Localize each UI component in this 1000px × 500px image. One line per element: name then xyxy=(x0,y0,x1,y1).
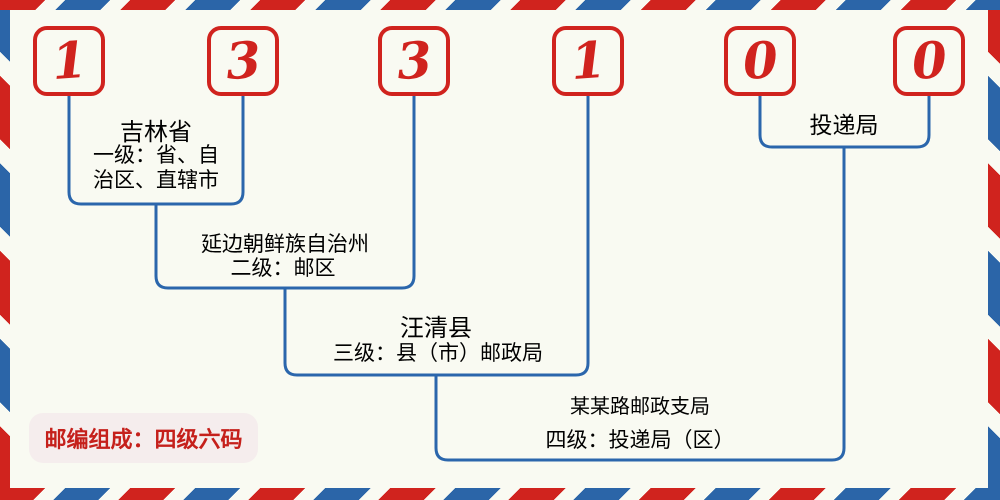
level2-description: 二级：邮区 xyxy=(230,257,336,280)
bracket-level4 xyxy=(434,147,846,462)
digit-box-6: 0 xyxy=(893,26,965,96)
digit-box-5: 0 xyxy=(724,26,796,96)
level1-description-line2: 治区、直辖市 xyxy=(93,169,219,192)
level1-description: 一级：省、自 治区、直辖市 xyxy=(93,143,219,193)
digit-4: 1 xyxy=(568,29,608,92)
bracket-delivery xyxy=(758,96,931,149)
delivery-office-label: 投递局 xyxy=(809,112,879,138)
level1-description-line1: 一级：省、自 xyxy=(93,144,219,167)
level3-description: 三级：县（市）邮政局 xyxy=(333,342,543,365)
level1-region-name: 吉林省 xyxy=(120,119,192,146)
digit-6: 0 xyxy=(909,29,949,92)
level4-region-name: 某某路邮政支局 xyxy=(570,396,710,418)
digit-2: 3 xyxy=(223,29,263,92)
digit-box-3: 3 xyxy=(378,26,450,96)
level3-region-name: 汪清县 xyxy=(400,315,472,342)
level2-region-name: 延边朝鲜族自治州 xyxy=(201,233,369,256)
digit-box-1: 1 xyxy=(33,26,105,96)
level4-description: 四级：投递局（区） xyxy=(545,429,735,452)
digit-box-4: 1 xyxy=(552,26,624,96)
postal-code-composition-badge: 邮编组成：四级六码 xyxy=(29,413,258,463)
digit-box-2: 3 xyxy=(207,26,279,96)
digit-1: 1 xyxy=(49,29,89,92)
digit-3: 3 xyxy=(394,29,434,92)
digit-5: 0 xyxy=(740,29,780,92)
postal-code-composition-text: 邮编组成：四级六码 xyxy=(44,427,243,452)
